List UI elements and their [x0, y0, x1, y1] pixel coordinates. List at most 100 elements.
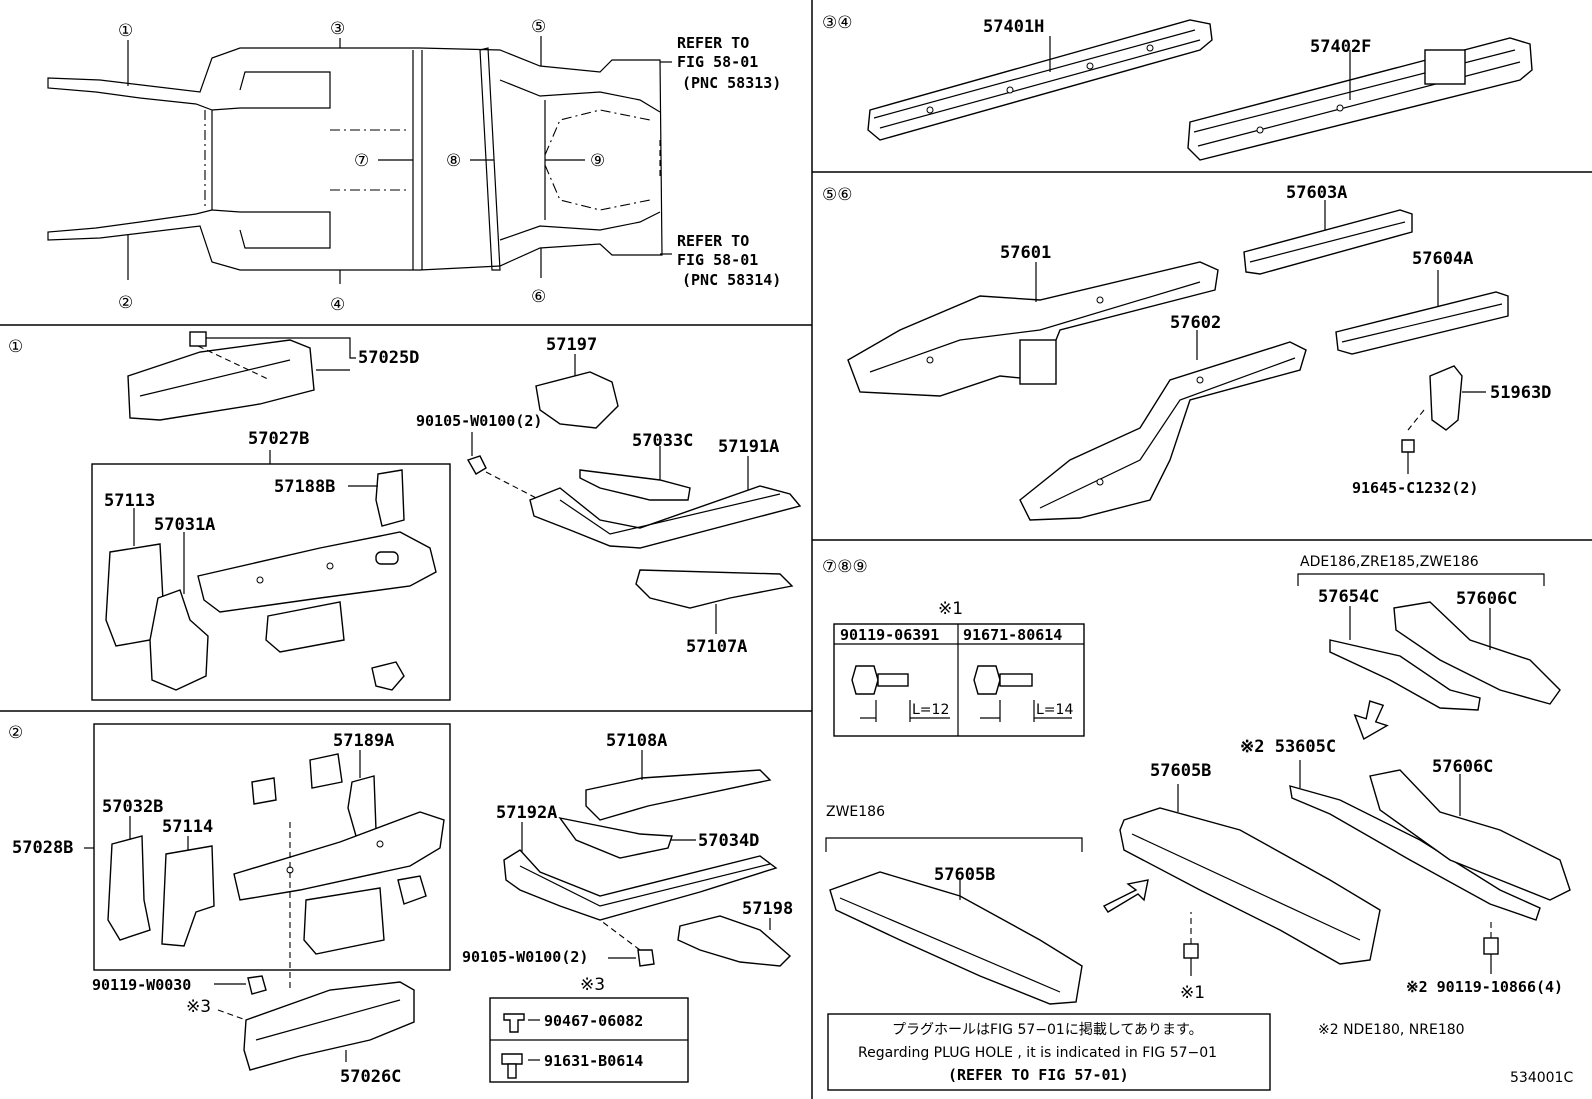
label-90467-06082: 90467-06082 [544, 1012, 643, 1030]
bolt-91671-80614-icon [973, 665, 1072, 722]
part-57032B [107, 816, 151, 941]
part-57033C [579, 446, 691, 501]
part-57192A [503, 822, 778, 921]
label-57188B: 57188B [274, 477, 335, 497]
callout-4: ④ [330, 295, 345, 315]
group-box-57028B [93, 723, 451, 971]
part-57108A [585, 750, 772, 821]
mark-3-a: ※3 [186, 997, 211, 1017]
label-57025D: 57025D [358, 348, 419, 368]
part-57198 [677, 915, 792, 967]
note-japanese: プラグホールはFIG 57−01に掲載してあります。 [892, 1022, 1203, 1038]
part-57034D [558, 816, 696, 859]
label-91645-C1232: 91645-C1232(2) [1352, 479, 1478, 497]
mark-1-bolt: ※1 [1180, 983, 1205, 1003]
label-57192A: 57192A [496, 803, 557, 823]
mark-3-b: ※3 [580, 975, 605, 995]
label-90105-W0100-b: 90105-W0100(2) [462, 948, 588, 966]
section-1-header: ① [8, 337, 23, 357]
part-57654C [1329, 606, 1481, 711]
part-bracket-lower [265, 601, 345, 653]
label-57034D: 57034D [698, 831, 759, 851]
bolt-90119-10866 [1483, 920, 1499, 974]
bracket-51963D [1401, 365, 1486, 474]
label-57198: 57198 [742, 899, 793, 919]
label-91631-B0614: 91631-B0614 [544, 1052, 643, 1070]
callout-7: ⑦ [354, 151, 369, 171]
part-57026C [217, 981, 415, 1071]
part-57606C-a [1393, 601, 1561, 705]
label-57402F: 57402F [1310, 37, 1371, 57]
group-box-57027B [91, 463, 451, 701]
note-nde180: ※2 NDE180, NRE180 [1318, 1022, 1465, 1038]
label-57027B: 57027B [248, 429, 309, 449]
part-57114 [161, 836, 215, 947]
label-57606C-b: 57606C [1432, 757, 1493, 777]
part-57605B-b [829, 871, 1083, 1005]
refer-bottom-line3: (PNC 58314) [682, 271, 781, 289]
callout-9: ⑨ [590, 151, 605, 171]
bolt-mark1 [1183, 912, 1199, 976]
label-51963D: 51963D [1490, 383, 1551, 403]
callout-6: ⑥ [531, 287, 546, 307]
label-57107A: 57107A [686, 637, 747, 657]
label-57602: 57602 [1170, 313, 1221, 333]
label-57401H: 57401H [983, 17, 1044, 37]
bolt-90119-W0030 [214, 975, 267, 995]
label-57108A: 57108A [606, 731, 667, 751]
label-90119-10866: ※2 90119-10866(4) [1406, 978, 1563, 996]
bolt-table-col1: 90119-06391 [840, 626, 939, 644]
rail-57601 [847, 261, 1219, 397]
bolt-table-col2: 91671-80614 [963, 626, 1062, 644]
part-front-side-member [197, 531, 437, 613]
part-57107A [635, 569, 794, 634]
label-ADE186-ZRE185-ZWE186: ADE186,ZRE185,ZWE186 [1300, 554, 1479, 570]
note-english: Regarding PLUG HOLE , it is indicated in… [858, 1045, 1217, 1061]
bolt-90105-a [466, 432, 541, 501]
rail-57402F [1187, 37, 1533, 161]
part-front-side-member-rh [233, 811, 445, 901]
rail-57602 [1019, 330, 1307, 521]
clip-90467-icon [503, 1013, 540, 1033]
part-57031A [149, 532, 209, 691]
label-53605C: ※2 53605C [1240, 737, 1336, 757]
refer-top-line3: (PNC 58313) [682, 74, 781, 92]
refer-top-line1: REFER TO [677, 34, 749, 52]
callout-1: ① [118, 21, 133, 41]
label-57032B: 57032B [102, 797, 163, 817]
callout-8: ⑧ [446, 151, 461, 171]
label-57605B-a: 57605B [1150, 761, 1211, 781]
part-57606C-b [1369, 769, 1571, 901]
part-57603A [1243, 200, 1413, 275]
bolt-table-len1: L=12 [912, 702, 949, 718]
label-57028B: 57028B [12, 838, 73, 858]
part-57189A [251, 750, 377, 837]
part-57605B-a [1119, 784, 1381, 965]
section-789-header: ⑦⑧⑨ [822, 557, 868, 577]
label-90119-W0030: 90119-W0030 [92, 976, 191, 994]
bolt-90119-06391-icon [851, 665, 950, 722]
part-small-bracket [371, 661, 405, 691]
label-57601: 57601 [1000, 243, 1051, 263]
label-57114: 57114 [162, 817, 213, 837]
part-57604A [1335, 270, 1509, 355]
mark-1-table: ※1 [938, 599, 963, 619]
part-57191A [529, 456, 802, 549]
label-57604A: 57604A [1412, 249, 1473, 269]
refer-top-line2: FIG 58-01 [677, 53, 758, 71]
part-53605C [1289, 760, 1541, 921]
rail-57401H [867, 19, 1213, 141]
label-57113: 57113 [104, 491, 155, 511]
label-57197: 57197 [546, 335, 597, 355]
note-refer: (REFER TO FIG 57-01) [948, 1066, 1129, 1084]
bolt-table [833, 623, 1085, 737]
section-34-header: ③④ [822, 13, 852, 33]
refer-bottom-line1: REFER TO [677, 232, 749, 250]
section-56-header: ⑤⑥ [822, 185, 852, 205]
callout-5: ⑤ [531, 17, 546, 37]
label-57191A: 57191A [718, 437, 779, 457]
part-bracket-rh [303, 887, 385, 955]
part-57188B [348, 469, 405, 527]
callout-3: ③ [330, 19, 345, 39]
